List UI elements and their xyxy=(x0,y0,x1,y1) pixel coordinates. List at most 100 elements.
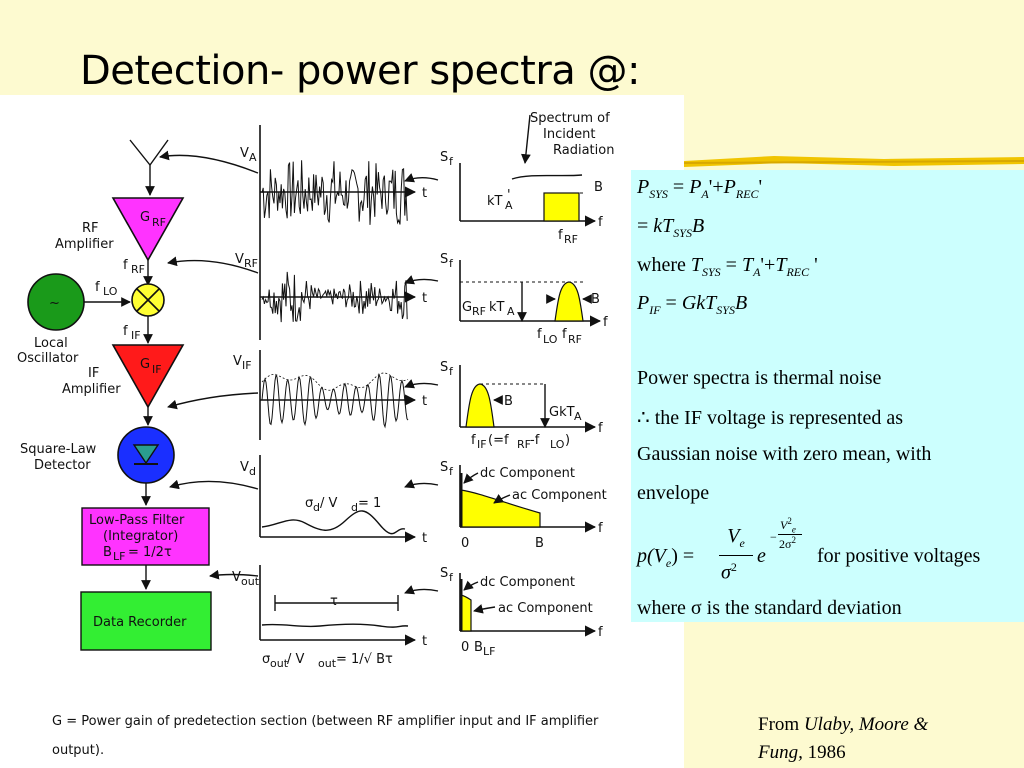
vd-ann-mid: / V xyxy=(320,496,338,511)
s3-band-fill xyxy=(465,383,495,428)
spectrum-detected: S f f dc Component ac Component 0 B xyxy=(440,460,607,551)
spectrum-if: S f f B GkT A f IF (=f RF -f LO ) xyxy=(440,360,603,451)
s1-title-1: Spectrum of xyxy=(530,111,610,126)
s2-x: f xyxy=(603,315,608,330)
s1-title-3: Radiation xyxy=(553,143,614,158)
vout-ann-end: = 1/√ Bτ xyxy=(336,652,393,667)
mixer-x-icon xyxy=(136,288,160,312)
vrf-x: t xyxy=(422,291,427,306)
s3-level: GkT xyxy=(549,405,575,420)
rf-amp-subscript: RF xyxy=(152,216,166,229)
s3-band: B xyxy=(504,394,513,409)
eq-ktsys: = kTSYSB xyxy=(637,215,705,240)
decorative-gold-rule xyxy=(684,156,1024,167)
if-amp-triangle xyxy=(111,344,185,409)
vout-tau: τ xyxy=(330,594,338,609)
s2-tick2-sub: RF xyxy=(568,333,582,346)
s2-y: S xyxy=(440,252,448,267)
local-oscillator: ~ Local Oscillator xyxy=(17,273,85,366)
eq-pif: PIF = GkTSYSB xyxy=(637,292,748,317)
if-amp-label-2: Amplifier xyxy=(62,382,121,397)
eq-text-2: ∴ the IF voltage is represented as xyxy=(637,407,903,429)
s4-tick2: B xyxy=(535,536,544,551)
detector-label-1: Square-Law xyxy=(20,442,97,457)
vif-waveform xyxy=(261,372,409,429)
va-y-sub: A xyxy=(249,151,257,164)
figure-panel: G RF RF Amplifier f RF ~ Local Oscillato… xyxy=(0,95,684,768)
rf-amp-label-1: RF xyxy=(82,221,99,236)
recorder-label: Data Recorder xyxy=(93,615,187,630)
s2-band: B xyxy=(591,292,600,307)
rf-amp-label-2: Amplifier xyxy=(55,237,114,252)
s4-ac: ac Component xyxy=(512,488,607,503)
s2-y-sub: f xyxy=(449,257,454,270)
s3-y: S xyxy=(440,360,448,375)
rf-amp-symbol: G xyxy=(140,210,150,225)
vd-ann-sub: d xyxy=(313,501,320,514)
slide-title: Detection- power spectra @: xyxy=(80,48,640,94)
s5-y-sub: f xyxy=(449,571,454,584)
s3-tick: f xyxy=(471,433,476,448)
lo-label-1: Local xyxy=(34,336,68,351)
vout-y-sub: out xyxy=(241,575,260,588)
s1-x: f xyxy=(598,215,603,230)
f-lo-sub: LO xyxy=(103,285,118,298)
vif-y: V xyxy=(233,354,242,369)
s4-y-sub: f xyxy=(449,465,454,478)
s2-tick2: f xyxy=(562,327,567,342)
va-x: t xyxy=(422,186,427,201)
eq-text-1: Power spectra is thermal noise xyxy=(637,367,882,389)
vout-ann: σ xyxy=(262,652,270,667)
f-lo-label: f xyxy=(95,280,100,295)
citation: From Ulaby, Moore & Fung, 1986 xyxy=(758,714,929,763)
vd-curve xyxy=(261,510,406,535)
vif-envelope xyxy=(261,372,409,391)
f-if-label: f xyxy=(123,324,128,339)
s3-tick-rest3: ) xyxy=(565,433,570,448)
s3-tick-sub: IF xyxy=(477,438,487,451)
if-amp-subscript: IF xyxy=(152,363,162,376)
if-amp-label-1: IF xyxy=(88,366,99,381)
f-if-sub: IF xyxy=(131,329,141,342)
time-plot-va: V A t xyxy=(240,125,427,245)
eq-tsys: where TSYS = TA'+TREC ' xyxy=(637,254,818,279)
s5-tick2-sub: LF xyxy=(483,645,495,658)
vif-y-sub: IF xyxy=(242,359,252,372)
if-amplifier: G IF IF Amplifier xyxy=(62,344,185,409)
f-rf-label: f xyxy=(123,258,128,273)
figure-footnote: G = Power gain of predetection section (… xyxy=(52,714,599,758)
s4-tick1: 0 xyxy=(461,536,469,551)
time-plot-vout: V out t τ σ out / V out = 1/√ Bτ xyxy=(232,565,427,670)
rf-amp-triangle xyxy=(111,197,185,262)
vd-y: V xyxy=(240,460,249,475)
lpf-line-3-rest: = 1/2τ xyxy=(128,545,172,560)
s3-tick-rest: (=f xyxy=(488,433,509,448)
eq-pdf-condition: for positive voltages xyxy=(817,545,981,567)
if-amp-symbol: G xyxy=(140,357,150,372)
s3-tick-sub3: LO xyxy=(550,438,565,451)
eq-pdf: p(Ve) = Ve σ2 e − V2e 2σ2 for positive v… xyxy=(637,516,981,584)
vd-ann: σ xyxy=(305,496,313,511)
spectrum-output: S f f dc Component ac Component 0 B LF xyxy=(440,566,603,658)
eq-text-4: envelope xyxy=(637,482,710,504)
vout-ann-sub: out xyxy=(270,657,289,670)
vrf-y: V xyxy=(235,252,244,267)
low-pass-filter: Low-Pass Filter (Integrator) B LF = 1/2τ xyxy=(81,507,210,566)
s2-tick1-sub: LO xyxy=(543,333,558,346)
s1-level: kT xyxy=(487,194,503,209)
vout-y: V xyxy=(232,570,241,585)
vrf-y-sub: RF xyxy=(244,257,258,270)
lpf-line-3-sub: LF xyxy=(113,550,125,563)
s3-tick-sub2: RF xyxy=(517,438,531,451)
s3-y-sub: f xyxy=(449,365,454,378)
s5-ac: ac Component xyxy=(498,601,593,616)
lo-label-2: Oscillator xyxy=(17,351,79,366)
vout-ann-sub2: out xyxy=(318,657,337,670)
eq-psys: PSYS = PA'+PREC' xyxy=(637,176,763,201)
s3-tick-rest2: -f xyxy=(530,433,540,448)
recorder-box xyxy=(80,591,212,651)
eq-last: where σ is the standard deviation xyxy=(637,597,902,619)
s2-level-sub: RF xyxy=(472,305,486,318)
time-plot-vrf: V RF t xyxy=(235,245,427,340)
vd-y-sub: d xyxy=(249,465,256,478)
